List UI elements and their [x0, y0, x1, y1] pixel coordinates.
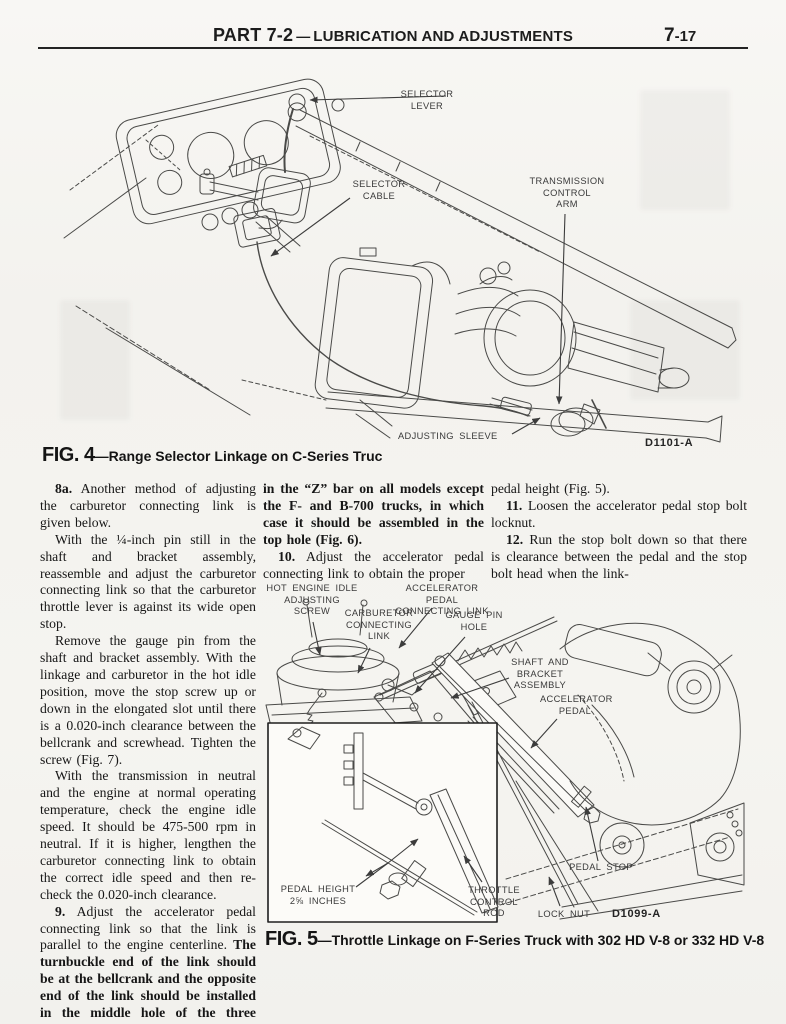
fig4-drawing — [63, 78, 737, 443]
leader-throttle-control-rod — [463, 855, 483, 883]
text-column-2: in the “Z” bar on all models except the … — [263, 481, 484, 582]
fig5-caption-number: FIG. 5 — [265, 928, 318, 950]
paragraph: 8a. Another method of adjusting the carb… — [40, 481, 256, 530]
label-accelerator-pedal-connecting-link: ACCELERATOR PEDAL CONNECTING LINK — [395, 583, 489, 617]
label-transmission-control-arm: TRANSMISSION CONTROL ARM — [529, 176, 605, 210]
paragraph: 10. Adjust the accelerator pedal connect… — [263, 548, 484, 581]
label-selector-lever: SELECTOR LEVER — [400, 89, 454, 111]
leader-accelerator-pedal — [530, 718, 558, 749]
section-title: LUBRICATION AND ADJUSTMENTS — [313, 28, 574, 45]
leader-selector-lever — [309, 95, 447, 104]
fig4-caption: FIG. 4—Range Selector Linkage on C-Serie… — [42, 444, 382, 467]
leader-lock-nut — [548, 876, 561, 907]
leader-pedal-stop — [584, 806, 599, 862]
leader-hot-engine-idle — [312, 621, 322, 656]
label-hot-engine-idle-adjusting-screw: HOT ENGINE IDLE ADJUSTING SCREW — [266, 583, 358, 617]
part-number: PART 7-2 — [212, 25, 294, 45]
label-pedal-stop: PEDAL STOP — [569, 862, 633, 872]
paragraph: 9. Adjust the accelerator pedal connecti… — [40, 903, 256, 1024]
fig4-caption-text: —Range Selector Linkage on C-Series Truc — [94, 448, 383, 464]
scan-smudge — [640, 90, 730, 210]
leader-adjusting-sleeve — [511, 417, 541, 435]
leader-accelerator-pedal-connecting-link — [398, 607, 433, 649]
text-column-1: 8a. Another method of adjusting the carb… — [40, 481, 256, 1024]
header-rule — [38, 47, 748, 49]
fig4-caption-number: FIG. 4 — [42, 444, 95, 466]
paragraph: With the transmission in neutral and the… — [40, 768, 256, 902]
header-separator: — — [296, 28, 311, 44]
leader-carburetor-connecting-link — [357, 647, 371, 674]
label-gauge-pin-hole: GAUGE PIN HOLE — [445, 610, 503, 632]
paragraph: With the ¼-inch pin still in the shaft a… — [40, 531, 256, 632]
label-adjusting-sleeve: ADJUSTING SLEEVE — [398, 431, 498, 441]
fig5-code: D1099-A — [612, 908, 661, 920]
leader-transmission-control-arm — [555, 213, 566, 405]
page-header: PART 7-2—LUBRICATION AND ADJUSTMENTS — [23, 25, 763, 46]
label-shaft-and-bracket-assembly: SHAFT AND BRACKET ASSEMBLY — [511, 657, 569, 691]
text-column-3: pedal height (Fig. 5). 11. Loosen the ac… — [491, 481, 747, 582]
paragraph: Remove the gauge pin from the shaft and … — [40, 633, 256, 767]
scan-smudge — [60, 300, 130, 420]
fig5-caption: FIG. 5—Throttle Linkage on F-Series Truc… — [265, 928, 764, 951]
fig4-code: D1101-A — [645, 437, 694, 449]
paragraph: pedal height (Fig. 5). — [491, 481, 610, 496]
page-number: 7-17 — [664, 25, 697, 46]
label-carburetor-connecting-link: CARBURETOR CONNECTING LINK — [344, 608, 414, 642]
label-selector-cable: SELECTOR CABLE — [352, 179, 406, 201]
fig5-caption-text: —Throttle Linkage on F-Series Truck with… — [317, 932, 765, 948]
paragraph: 11. Loosen the accelerator pedal stop bo… — [491, 497, 747, 530]
paragraph: in the “Z” bar on all models except the … — [263, 481, 484, 547]
leader-gauge-pin-hole — [414, 636, 466, 694]
leader-shaft-and-bracket — [450, 677, 510, 699]
measure-arrow-lower — [365, 862, 389, 877]
label-throttle-control-rod: THROTTLE CONTROL ROD — [468, 885, 520, 919]
label-lock-nut: LOCK NUT — [537, 909, 591, 919]
leader-selector-cable — [270, 197, 351, 257]
scan-smudge — [630, 300, 740, 400]
fig5-drawing — [265, 598, 745, 923]
label-pedal-height: PEDAL HEIGHT 2⅝ INCHES — [280, 884, 356, 906]
paragraph: 12. Run the stop bolt down so that there… — [491, 531, 747, 581]
measure-arrow-upper — [387, 838, 419, 864]
label-accelerator-pedal: ACCELERATOR PEDAL — [540, 694, 613, 716]
